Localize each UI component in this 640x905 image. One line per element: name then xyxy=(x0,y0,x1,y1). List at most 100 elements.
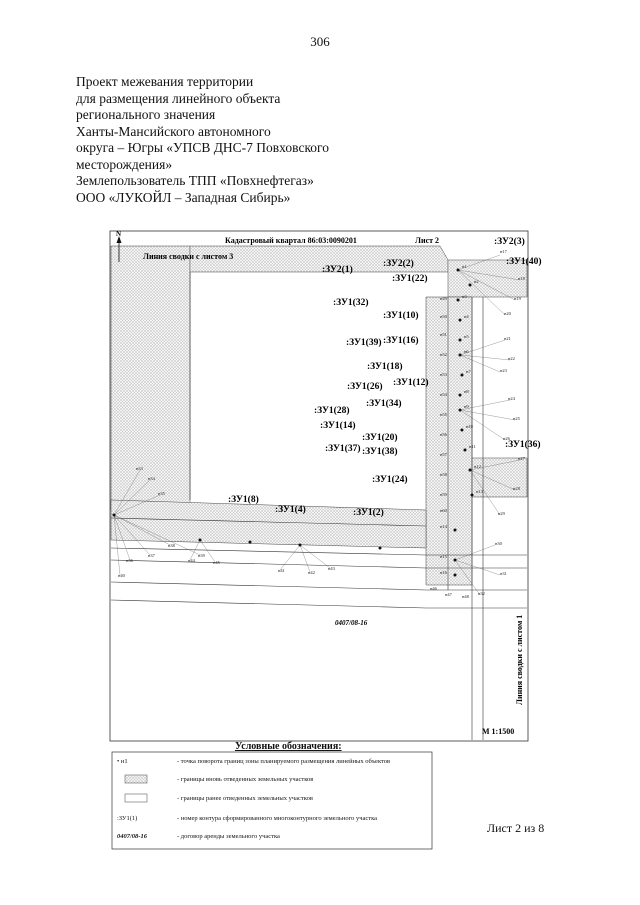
point-label: н41 xyxy=(278,568,285,573)
legend-text: - номер контура сформированного многокон… xyxy=(177,815,378,822)
point-label: н5 xyxy=(464,334,469,339)
document-header: Проект межевания территории для размещен… xyxy=(76,74,376,206)
parcel-label: :ЗУ1(4) xyxy=(275,504,306,515)
point-label: н28 xyxy=(513,486,521,491)
point-label: н50 xyxy=(440,314,448,319)
match-line-sheet-1-label: Линия сводки с листом 1 xyxy=(515,615,524,705)
header-line: для размещения линейного объекта xyxy=(76,90,281,106)
point-label: н36 xyxy=(126,558,134,563)
parcel-label: :ЗУ1(20) xyxy=(362,432,398,443)
sheet-label: Лист 2 xyxy=(415,236,439,245)
parcel-label: :ЗУ1(16) xyxy=(383,335,419,346)
parcel-label: :ЗУ2(3) xyxy=(494,236,525,247)
point-label: н10 xyxy=(466,424,474,429)
point-label: н48 xyxy=(462,594,470,599)
point-label: н16 xyxy=(440,570,448,575)
scale-label: М 1:1500 xyxy=(482,727,514,736)
point-label: н37 xyxy=(148,553,156,558)
header-line: Проект межевания территории xyxy=(76,74,254,89)
parcel-label: :ЗУ1(2) xyxy=(353,507,384,518)
point-label: н6 xyxy=(464,349,469,354)
point-label: н60 xyxy=(440,508,448,513)
lease-contract-label: 0407/08-16 xyxy=(335,619,368,627)
point-label: н20 xyxy=(504,311,512,316)
point-label: н24 xyxy=(508,396,516,401)
turning-points xyxy=(112,268,474,577)
point-label: н44 xyxy=(188,558,196,563)
header-line: месторождения» xyxy=(76,156,173,172)
parcel-label: :ЗУ1(40) xyxy=(506,256,542,267)
point-label: н29 xyxy=(498,511,506,516)
point-label: н9 xyxy=(464,404,469,409)
parcel-label: :ЗУ1(34) xyxy=(366,398,402,409)
point-label: н26 xyxy=(503,436,511,441)
point-label: н15 xyxy=(440,554,448,559)
parcel-label: :ЗУ1(32) xyxy=(333,297,369,308)
point-label: н43 xyxy=(328,566,336,571)
point-label: н31 xyxy=(500,571,507,576)
parcel-label: :ЗУ1(12) xyxy=(393,377,429,388)
point-label: н30 xyxy=(495,541,503,546)
point-label: н33 xyxy=(136,466,144,471)
parcel-label: :ЗУ1(10) xyxy=(383,310,419,321)
point-label: н13 xyxy=(476,489,484,494)
point-label: н38 xyxy=(168,543,176,548)
legend-title: Условные обозначения: xyxy=(235,741,342,752)
legend-text: - точка поворота границ зоны планируемог… xyxy=(177,758,391,765)
point-label: н46 xyxy=(430,586,438,591)
legend-text: - границы ранее отведенных земельных уча… xyxy=(177,795,313,802)
point-label: н55 xyxy=(440,412,448,417)
legend-box xyxy=(111,751,433,850)
point-label: н2 xyxy=(474,279,479,284)
parcel-label: :ЗУ2(1) xyxy=(322,264,353,275)
match-line-sheet-3-label: Линия сводки с листом 3 xyxy=(143,252,233,261)
point-label: н34 xyxy=(148,476,156,481)
parcel-label: :ЗУ1(22) xyxy=(392,273,428,284)
point-label: н59 xyxy=(440,492,448,497)
parcel-label: :ЗУ1(24) xyxy=(372,474,408,485)
point-label: н54 xyxy=(440,392,448,397)
point-label: н11 xyxy=(469,444,476,449)
leader-lines xyxy=(113,254,521,596)
point-label: н3 xyxy=(462,294,467,299)
point-label: н19 xyxy=(514,296,522,301)
parcel-label: :ЗУ1(14) xyxy=(320,420,356,431)
point-label: н7 xyxy=(466,369,471,374)
parcel-label: :ЗУ1(39) xyxy=(346,337,382,348)
sheet-footer: Лист 2 из 8 xyxy=(487,821,545,835)
point-label: н4 xyxy=(464,314,469,319)
new-parcels xyxy=(110,245,528,586)
parcel-label: :ЗУ2(2) xyxy=(383,258,414,269)
legend-key: :ЗУ1(1) xyxy=(117,815,138,822)
point-label: н17 xyxy=(500,249,508,254)
parcel-label: :ЗУ1(28) xyxy=(314,405,350,416)
point-label: н27 xyxy=(518,456,526,461)
header-line: округа – Югры «УПСВ ДНС-7 Повховского xyxy=(76,140,330,155)
legend-text: - границы вновь отведенных земельных уча… xyxy=(177,776,314,783)
north-arrow-icon xyxy=(116,236,122,262)
point-label: н47 xyxy=(445,592,453,597)
point-label: н18 xyxy=(518,276,526,281)
point-label: н12 xyxy=(474,464,481,469)
parcel-label: :ЗУ1(18) xyxy=(367,361,403,372)
point-label: н49 xyxy=(440,296,448,301)
header-line: Ханты-Мансийского автономного xyxy=(76,123,271,139)
point-label: н58 xyxy=(440,472,448,477)
point-label: н22 xyxy=(508,356,515,361)
point-label: н51 xyxy=(440,332,447,337)
legend-item: :ЗУ1(1) - номер контура сформированного м… xyxy=(117,815,377,822)
point-label: н56 xyxy=(440,432,448,437)
legend-swatch-existing-parcels xyxy=(124,793,148,803)
point-label: н32 xyxy=(478,591,485,596)
legend-item: - границы ранее отведенных земельных уча… xyxy=(117,795,313,802)
header-line: регионального значения xyxy=(76,107,216,122)
parcel-labels: :ЗУ2(1) :ЗУ2(2) :ЗУ1(22) :ЗУ2(3) :ЗУ1(40… xyxy=(228,236,542,518)
point-labels: н1 н2 н3 н4 н5 н6 н7 н8 н9 н10 н11 н12 н… xyxy=(118,249,526,599)
point-label: н25 xyxy=(513,416,521,421)
legend-key: • н1 xyxy=(117,758,128,765)
parcel-label: :ЗУ1(37) xyxy=(325,443,361,454)
point-label: н14 xyxy=(440,524,448,529)
header-line: ООО «ЛУКОЙЛ – Западная Сибирь» xyxy=(76,189,291,205)
legend-item: • н1 - точка поворота границ зоны планиру… xyxy=(117,758,390,765)
